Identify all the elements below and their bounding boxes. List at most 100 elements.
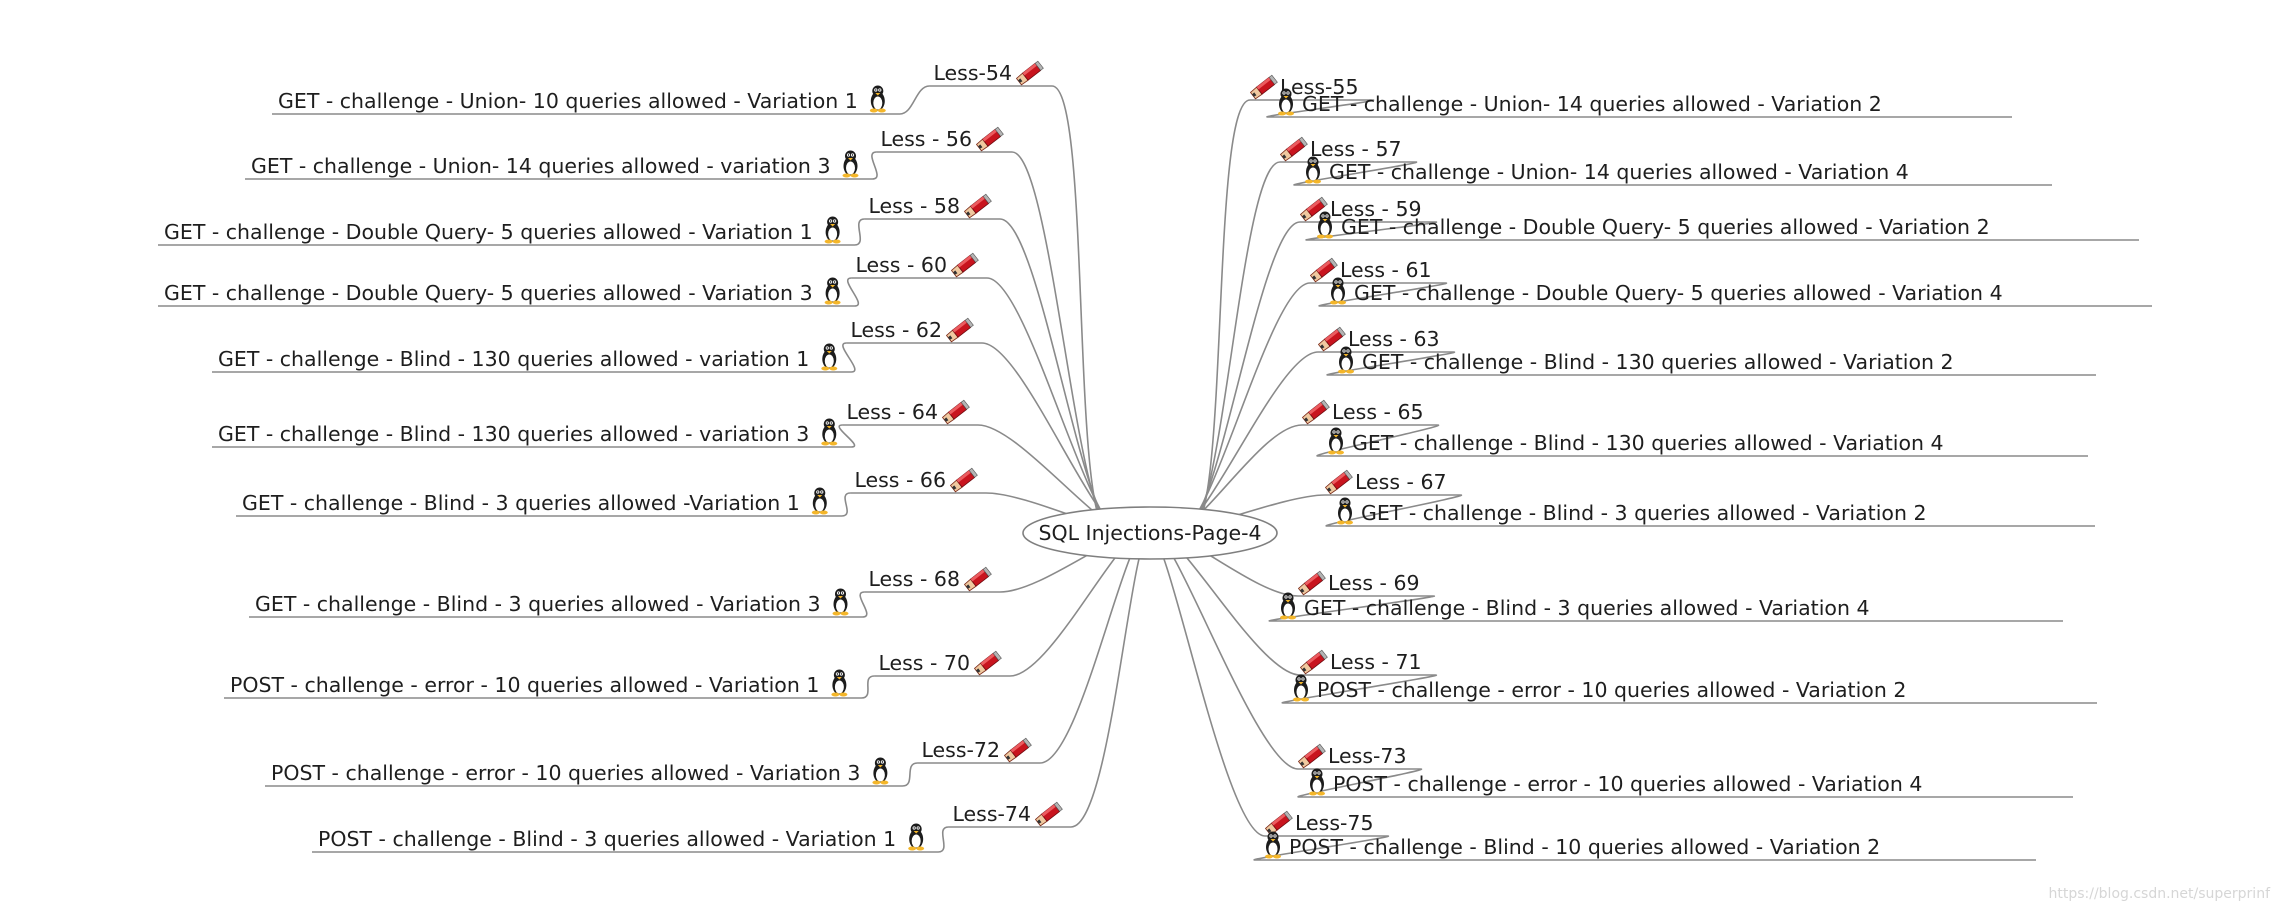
penguin-icon bbox=[1328, 427, 1344, 455]
lesson-label: Less-74 bbox=[952, 802, 1031, 826]
challenge-title: GET - challenge - Double Query- 5 querie… bbox=[164, 220, 813, 244]
connector-line bbox=[1039, 532, 1147, 764]
challenge-title: GET - challenge - Blind - 130 queries al… bbox=[218, 347, 809, 371]
challenge-title: GET - challenge - Blind - 3 queries allo… bbox=[1304, 596, 1870, 620]
pencil-icon bbox=[1297, 570, 1326, 596]
lesson-label: Less - 68 bbox=[868, 567, 960, 591]
penguin-icon bbox=[811, 487, 828, 515]
penguin-icon bbox=[869, 85, 886, 113]
branch-node[interactable]: Less - 58 GET - challenge - Double Query-… bbox=[164, 193, 992, 244]
title-underline bbox=[1318, 282, 2152, 307]
pencil-icon bbox=[1301, 399, 1330, 425]
central-topic-label: SQL Injections-Page-4 bbox=[1038, 521, 1261, 545]
challenge-title: POST - challenge - Blind - 10 queries al… bbox=[1289, 835, 1880, 859]
title-underline bbox=[1326, 351, 2096, 376]
title-underline bbox=[1269, 595, 2063, 622]
penguin-icon bbox=[842, 150, 859, 178]
title-underline bbox=[1253, 835, 2036, 861]
lesson-label: Less-75 bbox=[1295, 811, 1374, 835]
pencil-icon bbox=[963, 566, 992, 592]
title-underline bbox=[265, 762, 918, 787]
pencil-icon bbox=[1279, 136, 1308, 162]
title-underline bbox=[1325, 494, 2095, 527]
branch-node[interactable]: Less - 67 GET - challenge - Blind - 3 que… bbox=[1324, 469, 1927, 525]
title-underline bbox=[236, 492, 851, 517]
penguin-icon bbox=[832, 588, 849, 616]
pencil-icon bbox=[1264, 810, 1293, 836]
title-underline bbox=[1266, 99, 2012, 118]
connector-line bbox=[986, 277, 1123, 534]
branch-node[interactable]: Less - 60 GET - challenge - Double Query-… bbox=[164, 252, 979, 305]
connector-line bbox=[999, 218, 1119, 534]
central-topic[interactable]: SQL Injections-Page-4 bbox=[1022, 506, 1278, 560]
penguin-icon bbox=[872, 757, 889, 785]
challenge-title: POST - challenge - error - 10 queries al… bbox=[230, 673, 819, 697]
lesson-label: Less - 57 bbox=[1310, 137, 1402, 161]
challenge-title: GET - challenge - Blind - 130 queries al… bbox=[218, 422, 809, 446]
pencil-icon bbox=[1003, 737, 1032, 763]
challenge-title: GET - challenge - Blind - 3 queries allo… bbox=[1361, 501, 1927, 525]
lesson-label: Less - 59 bbox=[1330, 197, 1422, 221]
branch-node[interactable]: Less - 64 GET - challenge - Blind - 130 q… bbox=[218, 399, 970, 446]
penguin-icon bbox=[824, 216, 841, 244]
pencil-icon bbox=[973, 650, 1002, 676]
challenge-title: GET - challenge - Blind - 130 queries al… bbox=[1362, 350, 1954, 374]
lesson-label: Less - 66 bbox=[854, 468, 946, 492]
title-underline bbox=[212, 342, 856, 373]
title-underline bbox=[1297, 768, 2073, 798]
challenge-title: GET - challenge - Double Query- 5 querie… bbox=[1354, 281, 2003, 305]
lesson-label: Less - 60 bbox=[855, 253, 947, 277]
challenge-title: GET - challenge - Union- 14 queries allo… bbox=[251, 154, 831, 178]
pencil-icon bbox=[1324, 469, 1353, 495]
lesson-label: Less - 61 bbox=[1340, 258, 1432, 282]
pencil-icon bbox=[1297, 743, 1326, 769]
title-underline bbox=[272, 85, 930, 115]
penguin-icon bbox=[908, 823, 925, 851]
challenge-title: GET - challenge - Double Query- 5 querie… bbox=[164, 281, 813, 305]
watermark: https://blog.csdn.net/superprinf bbox=[2048, 886, 2271, 902]
lesson-label: Less-55 bbox=[1280, 75, 1359, 99]
challenge-title: POST - challenge - error - 10 queries al… bbox=[271, 761, 860, 785]
challenge-title: POST - challenge - error - 10 queries al… bbox=[1333, 772, 1922, 796]
pencil-icon bbox=[963, 193, 992, 219]
lesson-label: Less - 58 bbox=[868, 194, 960, 218]
connector-line bbox=[1181, 221, 1301, 534]
pencil-icon bbox=[950, 252, 979, 278]
connector-line bbox=[981, 342, 1127, 534]
connector-line bbox=[1153, 532, 1299, 770]
lesson-label: Less - 64 bbox=[846, 400, 938, 424]
title-underline bbox=[224, 675, 875, 699]
title-underline bbox=[1293, 161, 2052, 186]
title-underline bbox=[1316, 424, 2088, 457]
lesson-label: Less - 67 bbox=[1355, 470, 1447, 494]
penguin-icon bbox=[821, 343, 838, 371]
connector-line bbox=[1070, 532, 1151, 828]
pencil-icon bbox=[975, 126, 1004, 152]
penguin-icon bbox=[824, 277, 841, 305]
title-underline bbox=[312, 826, 949, 853]
branch-node[interactable]: Less - 70 POST - challenge - error - 10 q… bbox=[230, 650, 1002, 697]
lesson-label: Less - 70 bbox=[878, 651, 970, 675]
pencil-icon bbox=[949, 467, 978, 493]
title-underline bbox=[212, 424, 856, 448]
connector-line bbox=[1177, 282, 1311, 534]
branch-node[interactable]: Less - 56 GET - challenge - Union- 14 que… bbox=[251, 126, 1004, 178]
title-underline bbox=[158, 218, 865, 246]
lesson-label: Less - 56 bbox=[880, 127, 972, 151]
